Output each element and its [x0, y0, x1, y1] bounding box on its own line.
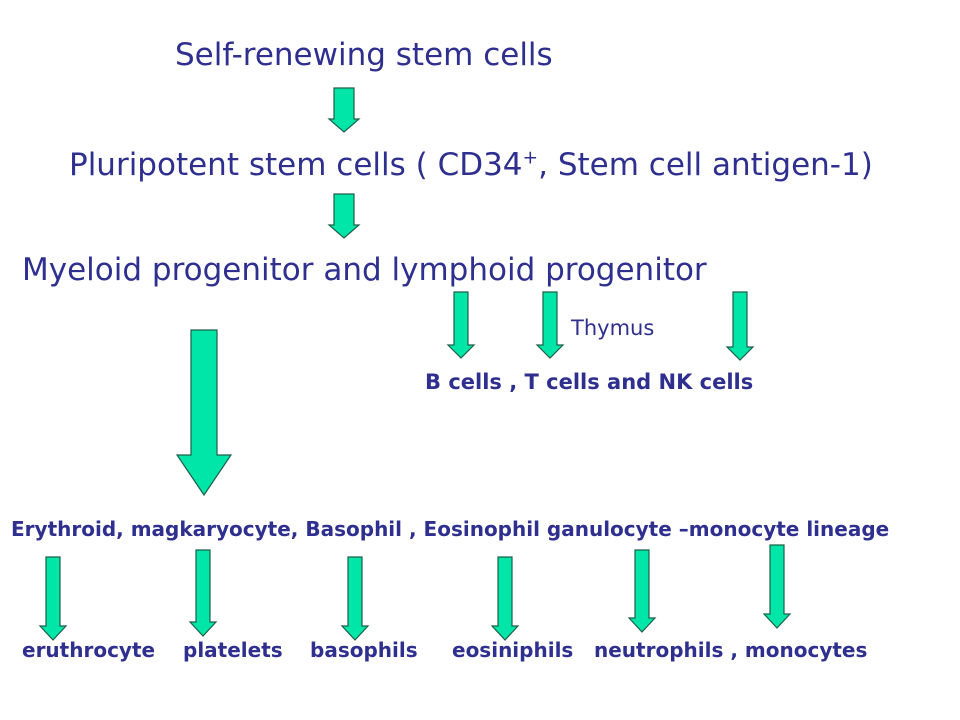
- arrow-to-platelets-icon: [188, 549, 218, 637]
- pluripotent-label: Pluripotent stem cells ( CD34+, Stem cel…: [69, 147, 873, 183]
- arrow-to-b-cells-icon: [446, 291, 476, 359]
- thymus-label: Thymus: [571, 316, 655, 340]
- arrow-to-nk-cells-icon: [725, 291, 755, 361]
- neutrophils-monocytes-label: neutrophils , monocytes: [594, 638, 868, 662]
- arrow-to-t-cells-icon: [535, 291, 565, 359]
- arrow-to-basophils-icon: [340, 556, 370, 641]
- lymphoid-cells-label: B cells , T cells and NK cells: [425, 370, 754, 394]
- arrow-pluripotent-to-progenitor-icon: [327, 193, 361, 239]
- arrow-myeloid-lineage-icon: [175, 329, 233, 497]
- stem-cells-label: Self-renewing stem cells: [175, 37, 553, 73]
- pluripotent-prefix: Pluripotent stem cells ( CD34: [69, 147, 523, 183]
- basophils-label: basophils: [310, 638, 418, 662]
- pluripotent-suffix: , Stem cell antigen-1): [538, 147, 873, 183]
- myeloid-lineage-label: Erythroid, magkaryocyte, Basophil , Eosi…: [11, 517, 890, 541]
- cd34-superscript: +: [522, 147, 539, 169]
- eosinophils-label: eosiniphils: [452, 638, 574, 662]
- arrow-to-monocytes-icon: [762, 544, 792, 629]
- arrow-stem-to-pluripotent-icon: [327, 87, 361, 133]
- platelets-label: platelets: [183, 638, 283, 662]
- progenitor-label: Myeloid progenitor and lymphoid progenit…: [22, 252, 707, 288]
- erythrocyte-label: eruthrocyte: [22, 638, 156, 662]
- arrow-to-neutrophils-icon: [627, 549, 657, 633]
- arrow-to-erythrocyte-icon: [38, 556, 68, 641]
- arrow-to-eosinophils-icon: [490, 556, 520, 641]
